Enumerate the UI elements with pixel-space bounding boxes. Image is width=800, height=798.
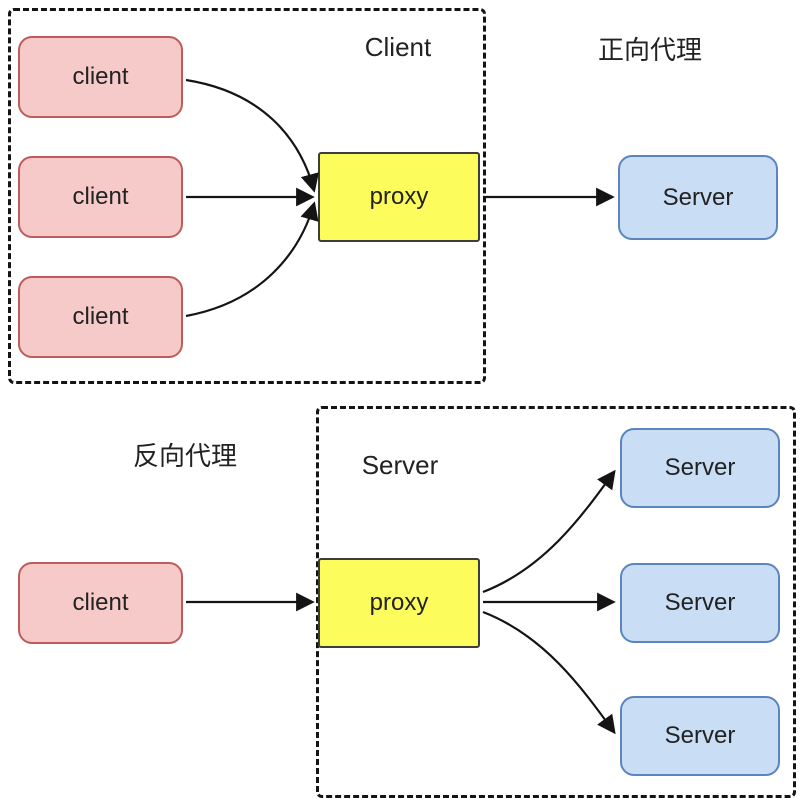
server-node-label: Server [664,722,736,749]
proxy-node-label: proxy [369,589,429,616]
client-node-label: client [72,183,129,210]
client-node-label: client [72,589,129,616]
reverse-region-label: Server [361,450,439,480]
client-node-2: client [18,156,183,238]
reverse-proxy-title: 反向代理 [132,441,237,471]
server-node-label: Server [664,589,736,616]
server-node-label: Server [664,454,736,481]
client-node-label: client [72,303,129,330]
forward-proxy-title: 正向代理 [597,35,702,65]
client-node-1: client [18,36,183,118]
reverse-proxy-node: proxy [318,558,480,648]
forward-region-label: Client [364,32,432,62]
server-node-label: Server [662,183,734,211]
server-node-1: Server [620,428,780,508]
forward-server-node: Server [618,155,778,240]
proxy-node-label: proxy [369,183,429,210]
server-node-3: Server [620,696,780,776]
reverse-client-node: client [18,562,183,644]
client-node-3: client [18,276,183,358]
reverse-proxy-region [316,406,796,798]
forward-proxy-node: proxy [318,152,480,242]
client-node-label: client [72,63,129,90]
server-node-2: Server [620,563,780,643]
